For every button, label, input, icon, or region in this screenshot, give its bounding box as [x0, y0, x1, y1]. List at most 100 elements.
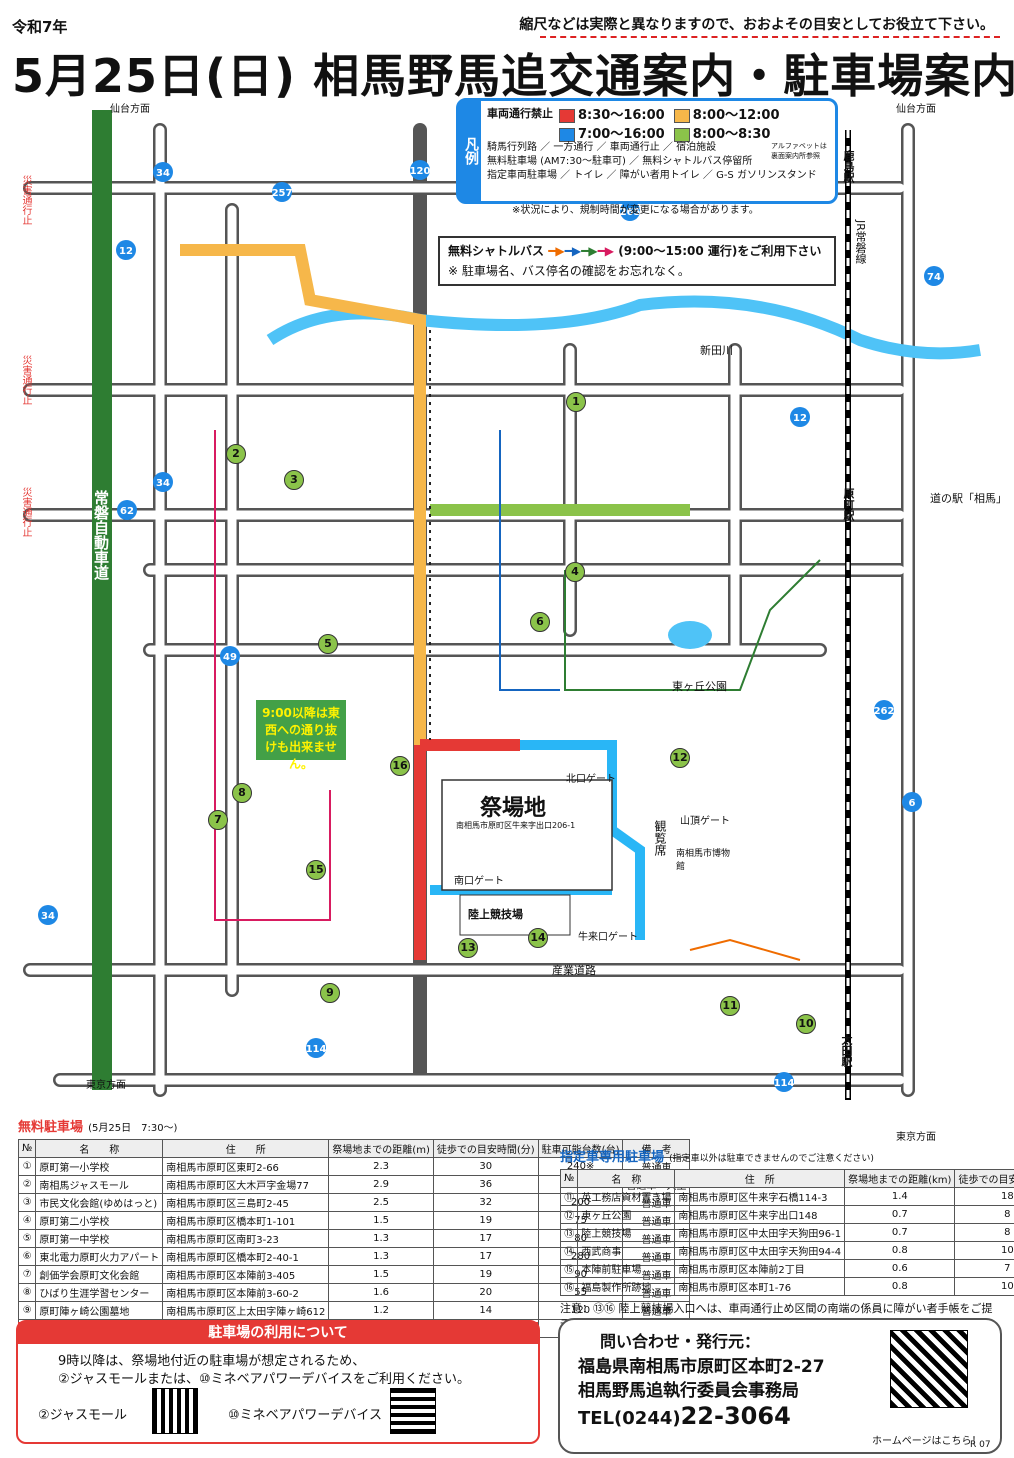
shuttle-route-pink: [214, 430, 331, 921]
qr-code-minebea[interactable]: [390, 1388, 436, 1434]
designated-parking-cell: 本陣前駐車場: [577, 1259, 676, 1278]
legend-item-free-parking: 無料駐車場 (AM7:30～駐車可): [487, 156, 626, 167]
free-parking-cell: 東北電力原町火力アパート: [35, 1247, 164, 1266]
svg-text:49: 49: [223, 652, 237, 663]
parking-marker-1: 1: [566, 392, 586, 412]
designated-parking-cell: 南相馬市原町区牛来字出口148: [674, 1205, 846, 1224]
free-parking-cell: 南相馬市原町区三島町2-45: [162, 1193, 330, 1212]
parking-marker-9: 9: [320, 983, 340, 1003]
label-kitaguchi-gate: 北口ゲート: [566, 774, 616, 785]
legend-restriction-label: 車両通行禁止: [487, 107, 553, 120]
swatch-green: [673, 127, 690, 142]
time-green: 8:00～8:30: [692, 127, 771, 142]
svg-text:262: 262: [874, 706, 895, 717]
designated-parking-cell: 南相馬市原町区中太田字天狗田96-1: [674, 1223, 846, 1242]
shuttle-route-green: [564, 559, 821, 691]
free-parking-cell: ③: [17, 1193, 37, 1212]
contact-box: 問い合わせ・発行元： 福島県南相馬市原町区本町2-27 相馬野馬追執行委員会事務…: [558, 1318, 1002, 1454]
free-parking-cell: 1.3: [328, 1229, 434, 1248]
qr-code-jasmall[interactable]: [152, 1388, 198, 1434]
svg-text:34: 34: [156, 478, 170, 489]
time-orange: 8:00～12:00: [692, 108, 780, 123]
free-parking-header-2: 住 所: [162, 1139, 330, 1158]
restriction-orange: [180, 244, 426, 745]
designated-parking-cell: ⑬: [559, 1223, 579, 1242]
svg-text:12: 12: [119, 246, 133, 257]
free-parking-cell: 創価学会原町文化会館: [35, 1265, 164, 1284]
svg-text:12: 12: [793, 413, 807, 424]
parking-marker-15: 15: [306, 860, 326, 880]
designated-parking-cell: ⑮: [559, 1259, 579, 1278]
usage-qr2-label: ⑩ミネベアパワーデバイス: [228, 1408, 383, 1423]
designated-parking-cell: 南相馬市原町区中太田字天狗田94-4: [674, 1241, 846, 1260]
usage-title: 駐車場の利用について: [18, 1322, 538, 1344]
free-parking-cell: 南相馬市原町区橋本町1-101: [162, 1211, 330, 1230]
free-parking-cell: 南相馬市原町区大木戸字金場77: [162, 1175, 330, 1194]
free-parking-cell: 原町第一小学校: [35, 1157, 164, 1176]
svg-text:62: 62: [120, 506, 134, 517]
designated-parking-cell: 0.7: [844, 1223, 956, 1242]
designated-parking-cell: 0.8: [844, 1241, 956, 1260]
svg-text:114: 114: [306, 1044, 327, 1055]
free-parking-cell: 南相馬ジャスモール: [35, 1175, 164, 1194]
usage-line1: 9時以降は、祭場地付近の駐車場が想定されるため、: [58, 1354, 366, 1369]
designated-parking-cell: 7: [954, 1259, 1014, 1278]
label-tokyo-right: 東京方面: [896, 1132, 936, 1143]
parking-marker-4: 4: [565, 562, 585, 582]
svg-text:265: 265: [620, 207, 641, 218]
free-parking-cell: ⑧: [17, 1283, 37, 1302]
label-track: 陸上競技場: [468, 908, 523, 921]
contact-tel[interactable]: 22-3064: [680, 1402, 791, 1430]
qr-code-homepage[interactable]: [890, 1330, 968, 1408]
free-parking-cell: ④: [17, 1211, 37, 1230]
free-parking-cell: 30: [432, 1157, 539, 1176]
designated-parking-cell: 東ヶ丘公園: [577, 1205, 676, 1224]
map-legend: 凡例 車両通行禁止 8:30～16:00 8:00～12:00 7:00～16:…: [456, 98, 838, 204]
free-parking-cell: 南相馬市原町区上太田字陣ヶ崎612: [162, 1301, 330, 1320]
label-expressway: 常磐自動車道: [92, 490, 110, 580]
label-sanei-gate: 山頂ゲート: [680, 816, 730, 827]
usage-line2: ②ジャスモールまたは、⑩ミネベアパワーデバイスをご利用ください。: [58, 1372, 471, 1387]
designated-parking-cell: ⑫: [559, 1205, 579, 1224]
parking-marker-7: 7: [208, 810, 228, 830]
free-parking-cell: 1.5: [328, 1211, 434, 1230]
shuttle-route-orange: [689, 938, 801, 961]
designated-parking-cell: 陸上競技場: [577, 1223, 676, 1242]
label-disaster-1: 災害通行止: [20, 175, 31, 225]
designated-parking-cell: 1.4: [844, 1187, 956, 1206]
legend-item-procession: 騎馬行列路: [487, 142, 537, 153]
label-festival: 祭場地: [480, 796, 547, 821]
free-parking-cell: 原町第一中学校: [35, 1229, 164, 1248]
legend-item-toilet: トイレ: [573, 170, 604, 181]
homepage-label: ホームページはこちら！: [872, 1436, 982, 1447]
designated-parking-cell: 南相馬市原町区本町1-76: [674, 1277, 846, 1296]
shuttle-notice: 無料シャトルバス ━▶━▶━▶━▶ (9:00～15:00 運行)をご利用下さい…: [438, 236, 836, 286]
designated-parking-cell: 0.8: [844, 1277, 956, 1296]
designated-parking-header-0: №: [559, 1169, 579, 1188]
parking-marker-2: 2: [226, 444, 246, 464]
designated-parking-cell: ⑭: [559, 1241, 579, 1260]
shuttle-text: 無料シャトルバス: [448, 244, 545, 258]
label-sangyo-road: 産業道路: [552, 964, 596, 977]
free-parking-cell: ⑤: [17, 1229, 37, 1248]
designated-parking-cell: 0.7: [844, 1205, 956, 1224]
designated-parking-cell: 10: [954, 1241, 1014, 1260]
label-sendai-left: 仙台方面: [110, 104, 150, 115]
free-parking-cell: 17: [432, 1229, 539, 1248]
free-parking-cell: 2.3: [328, 1157, 434, 1176]
label-park: 東ヶ丘公園: [672, 680, 727, 693]
free-parking-cell: 2.9: [328, 1175, 434, 1194]
track-field: [459, 894, 571, 936]
designated-parking-title: 指定車専用駐車場: [560, 1150, 665, 1165]
header-divider: [540, 36, 1000, 38]
designated-parking-cell: 南相馬市原町区牛来字石橋114-3: [674, 1187, 846, 1206]
svg-text:257: 257: [272, 188, 293, 199]
legend-item-closed: 車両通行止: [609, 142, 660, 153]
legend-item-oneway: 一方通行: [553, 142, 594, 153]
contact-line1: 問い合わせ・発行元：: [600, 1332, 761, 1351]
free-parking-header-6: 備 考: [622, 1139, 691, 1158]
legend-tag: 凡例: [459, 101, 481, 201]
